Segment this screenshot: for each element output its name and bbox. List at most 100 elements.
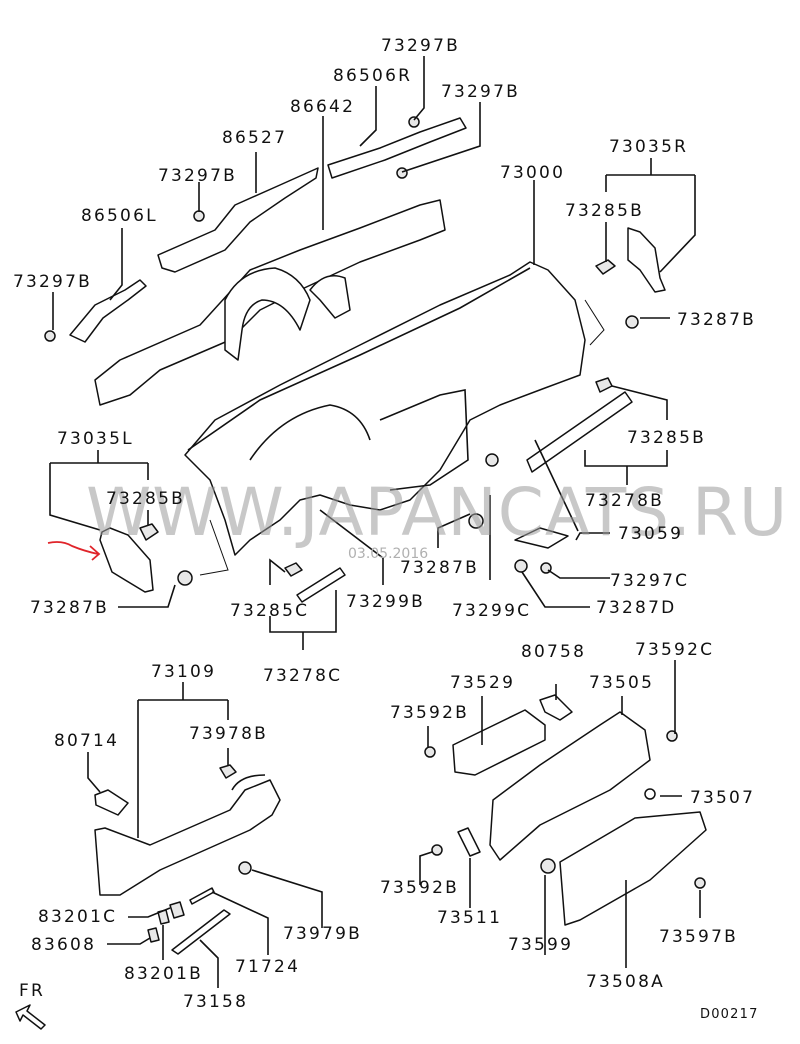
clip-73285C — [284, 562, 303, 577]
latch-73511 — [457, 827, 481, 857]
trim-strip-73278B — [526, 391, 633, 473]
screw-73297B-d — [44, 330, 56, 342]
part-label: 73285B — [106, 489, 185, 509]
part-label: 73592B — [380, 878, 459, 898]
connector-80758 — [539, 694, 573, 721]
date-stamp: 03.05.2016 — [348, 546, 428, 562]
switch-83608 — [147, 927, 160, 943]
clip-73285B-right — [595, 259, 616, 275]
dashboard-center-opening — [379, 389, 469, 491]
front-arrow-icon — [15, 1004, 46, 1030]
leader-lines — [49, 56, 701, 988]
part-label: 73508A — [586, 972, 665, 992]
part-label: 83201C — [38, 907, 117, 927]
part-label: 73285C — [230, 601, 309, 621]
side-cover-73035L — [99, 527, 154, 593]
part-label: 73297C — [610, 571, 689, 591]
clip-73978B — [219, 764, 237, 779]
glove-box-housing-73505 — [489, 711, 651, 861]
part-label: 73978B — [189, 724, 268, 744]
part-label: 73529 — [450, 673, 515, 693]
part-label: 73597B — [659, 927, 738, 947]
screw-73592B-upper — [424, 746, 436, 758]
part-label: 73592B — [390, 703, 469, 723]
cover-73158 — [171, 909, 231, 955]
part-label: 73297B — [441, 82, 520, 102]
lower-panel-detail — [231, 774, 266, 791]
part-drawings — [44, 116, 707, 955]
annotation-arrow — [47, 541, 101, 561]
part-label: 86642 — [290, 97, 355, 117]
part-label: 73297B — [158, 166, 237, 186]
part-label: 73299C — [452, 601, 531, 621]
bolt-73599 — [540, 858, 556, 874]
part-label: 73287D — [596, 598, 676, 618]
trim-strip-73278C — [296, 567, 346, 603]
clip-73285B-strip — [595, 377, 613, 393]
part-label: 73299B — [346, 592, 425, 612]
glove-box-door-73508A — [559, 811, 707, 926]
part-label: 73035R — [609, 137, 688, 157]
part-label: 73059 — [618, 524, 683, 544]
part-label: 73285B — [627, 428, 706, 448]
bracket-73059 — [514, 527, 569, 549]
part-label: 73297B — [13, 272, 92, 292]
bolt-73287B-right — [625, 315, 639, 329]
part-label: 71724 — [235, 957, 300, 977]
air-duct-outlet-left — [224, 267, 311, 361]
part-label: 73505 — [589, 673, 654, 693]
lower-panel-73109 — [94, 779, 281, 896]
part-label: 73297B — [381, 36, 460, 56]
part-label: 80758 — [521, 642, 586, 662]
stopper-73597B — [694, 877, 706, 889]
watermark: WWW.JAPANCATS.RU — [86, 474, 788, 551]
front-label: FR — [19, 981, 45, 1001]
part-label: 73285B — [565, 201, 644, 221]
part-label: 73278C — [263, 666, 342, 686]
part-label: 73287B — [30, 598, 109, 618]
part-label: 86506L — [81, 206, 158, 226]
part-label: 83201B — [124, 964, 203, 984]
duct-86506R — [327, 117, 467, 179]
cover-71724 — [189, 887, 215, 905]
clip-73285B-left — [139, 523, 159, 541]
diagram-code: D00217 — [700, 1007, 759, 1022]
part-label: 73158 — [183, 992, 248, 1012]
nut-73299C — [485, 453, 499, 467]
side-cover-73035R — [627, 227, 666, 293]
part-labels: 73297B 86506R 73297B 86642 86527 73297B … — [13, 36, 756, 1012]
part-label: 73599 — [508, 935, 573, 955]
screw-73592B-lower — [431, 844, 443, 856]
bolt-73287B-center — [468, 513, 484, 529]
screw-73297B-c — [193, 210, 205, 222]
screw-73979B — [238, 861, 252, 875]
damper-73507 — [644, 788, 656, 800]
connector-80714 — [94, 789, 129, 816]
bolts — [44, 116, 639, 586]
part-label: 73278B — [585, 491, 664, 511]
part-label: 86506R — [333, 66, 412, 86]
part-label: 83608 — [31, 935, 96, 955]
part-label: 73592C — [635, 640, 714, 660]
part-label: 73287B — [677, 310, 756, 330]
part-label: 73507 — [690, 788, 755, 808]
part-label: 73035L — [57, 429, 134, 449]
part-label: 73000 — [500, 163, 565, 183]
bolt-73287D — [514, 559, 528, 573]
part-label: 73109 — [151, 662, 216, 682]
part-label: 80714 — [54, 731, 119, 751]
part-label: 73511 — [437, 908, 502, 928]
box-73529 — [452, 709, 546, 776]
bolt-73287B-left — [177, 570, 193, 586]
dashboard-top-edge — [187, 267, 531, 451]
switch-83201C — [169, 901, 185, 919]
screw-73297B-b — [396, 167, 408, 179]
part-label: 73979B — [283, 924, 362, 944]
air-duct-outlet-right — [309, 275, 351, 319]
duct-86506L — [69, 279, 147, 343]
dashboard-73000 — [184, 261, 586, 556]
dashboard-cluster-opening — [249, 404, 371, 461]
part-label: 73287B — [400, 558, 479, 578]
front-direction-marker: FR — [15, 981, 46, 1030]
